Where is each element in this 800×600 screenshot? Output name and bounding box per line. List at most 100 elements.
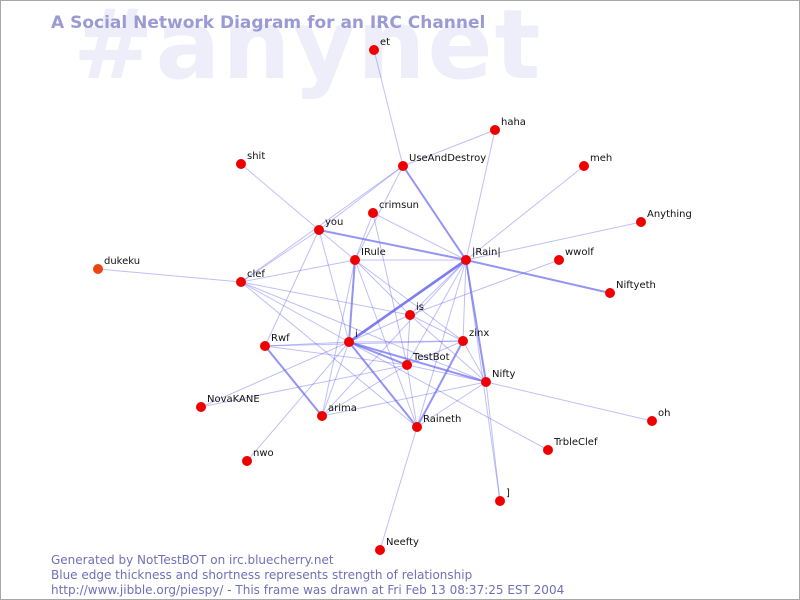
node-dot [314,225,324,235]
node-label: TrbleClef [553,437,598,448]
node-label: Anything [647,209,692,220]
node-dot [317,411,327,421]
edge-testbot-raineth [406,364,418,428]
edge-is-testbot [406,314,411,366]
node-dot [402,360,412,370]
node-et: et [369,37,390,55]
edge-irain-is [409,259,467,316]
node-label: Niftyeth [616,280,656,291]
node-dot [579,161,589,171]
edge-irain-you [318,229,467,261]
node-niftyeth: Niftyeth [605,280,656,298]
edge-irain-crimsun [372,212,467,261]
edge-is-zinx [409,314,464,342]
node-bracket: ] [495,488,510,506]
edge-haha-irain [465,129,496,261]
edge-useanddestroy-you [318,165,404,231]
node-dot [350,255,360,265]
node-label: IRule [361,247,386,258]
node-dot [398,161,408,171]
node-dot [458,336,468,346]
node-label: ] [506,488,510,499]
node-dot [543,445,553,455]
node-nwo: nwo [242,448,274,466]
node-dot [196,402,206,412]
edge-clef-i [240,281,350,343]
edge-i-nifty [348,341,487,383]
node-label: shit [247,151,265,162]
node-label: Neefty [386,537,419,548]
edge-i-nwo [246,341,350,462]
edge-irain-raineth [416,259,467,428]
node-shit: shit [236,151,265,169]
edge-anything-irain [465,221,642,261]
edge-clef-nifty [240,281,487,383]
node-dot [636,217,646,227]
edge-nifty-oh [485,381,653,422]
node-you: you [314,217,343,235]
footer-legend-note: Blue edge thickness and shortness repres… [51,568,473,582]
node-dot [554,255,564,265]
node-i: i [344,329,358,347]
node-label: et [380,37,390,48]
edge-irain-zinx [462,259,467,342]
node-label: is [416,302,424,313]
edge-irule-i [348,259,356,343]
footer-url-timestamp: http://www.jibble.org/piespy/ - This fra… [51,583,565,597]
edge-clef-raineth [240,281,418,428]
node-raineth: Raineth [412,414,461,432]
node-rwf: Rwf [260,333,290,351]
edge-irain-i [348,258,467,344]
node-nifty: Nifty [481,369,516,387]
edge-irule-arima [321,259,356,417]
diagram-title: A Social Network Diagram for an IRC Chan… [51,13,486,33]
edge-useanddestroy-haha [402,129,496,167]
node-neefty: Neefty [375,537,419,555]
footer-generator: Generated by NotTestBOT on irc.bluecherr… [51,553,334,567]
node-label: Raineth [423,414,461,425]
node-dot [405,310,415,320]
node-label: nwo [253,448,274,459]
edge-you-i [318,229,350,343]
node-dot [93,264,103,274]
node-label: meh [590,153,612,164]
node-dot [369,45,379,55]
node-dot [495,496,505,506]
edge-crimsun-irule [354,212,374,261]
node-haha: haha [490,117,526,135]
edge-irule-raineth [354,259,418,428]
node-dot [461,255,471,265]
node-wwolf: wwolf [554,247,594,265]
edge-irain-arima [321,259,467,417]
node-label: wwolf [565,247,594,258]
node-label: Nifty [492,369,516,380]
node-dot [242,456,252,466]
edge-clef-is [240,281,411,316]
edge-rwf-arima [264,345,323,417]
edge-clef-irule [240,259,356,283]
node-dot [260,341,270,351]
node-oh: oh [647,408,670,426]
edge-you-rwf [264,229,320,347]
node-useanddestroy: UseAndDestroy [398,153,486,171]
node-irain: |Rain| [461,247,501,265]
node-novakane: NovaKANE [196,394,260,412]
node-dot [412,422,422,432]
node-label: NovaKANE [207,394,260,405]
node-arima: arima [317,403,357,421]
node-anything: Anything [636,209,692,227]
node-label: oh [658,408,670,419]
node-label: |Rain| [472,247,501,258]
edge-is-i [348,314,411,343]
node-dot [490,125,500,135]
node-label: crimsun [379,200,419,211]
edge-raineth-neefty [379,426,418,551]
edge-zinx-raineth [416,340,464,428]
edge-nifty-bracket [485,381,501,502]
edge-irain-testbot [406,259,467,366]
node-dot [368,208,378,218]
node-dukeku: dukeku [93,256,140,274]
edge-rwf-zinx [264,340,464,347]
